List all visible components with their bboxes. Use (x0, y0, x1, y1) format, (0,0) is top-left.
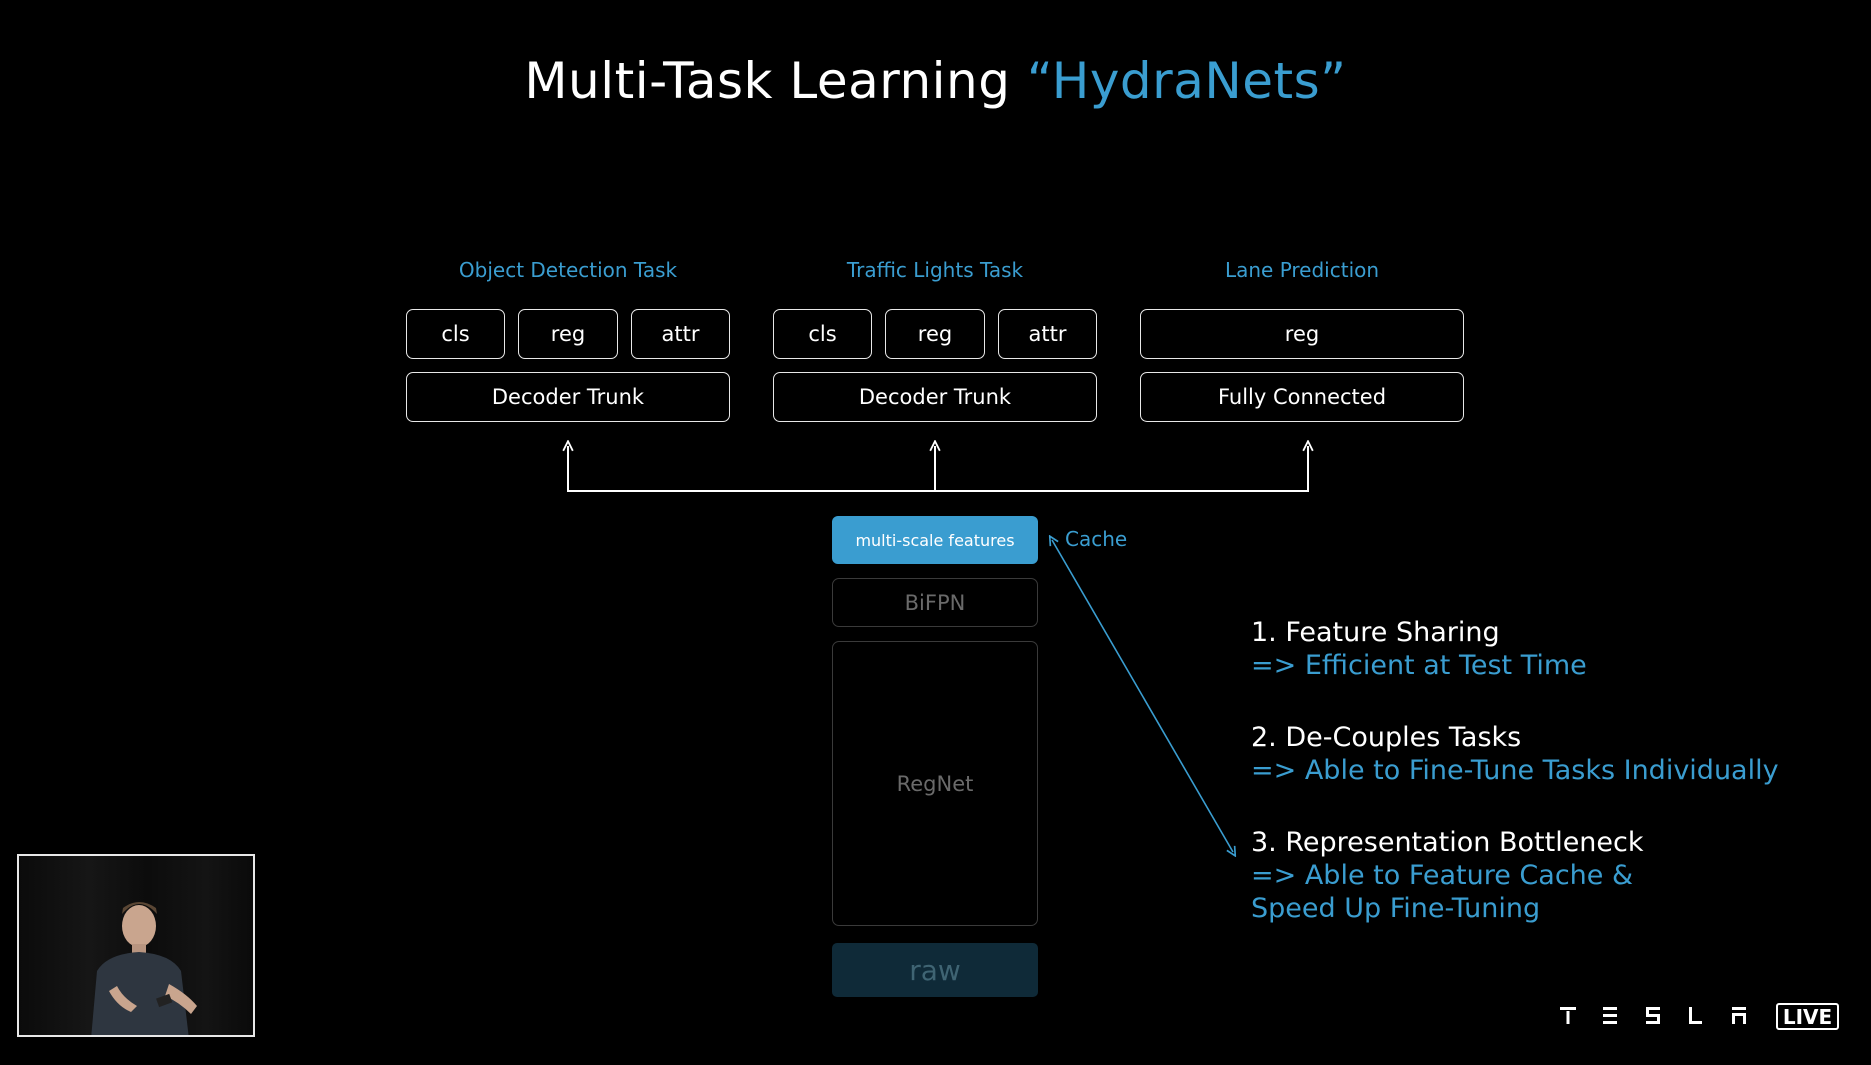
decoder-trunk: Decoder Trunk (406, 372, 730, 422)
decoder-trunk: Decoder Trunk (773, 372, 1097, 422)
head-attr: attr (998, 309, 1097, 359)
head-reg: reg (518, 309, 618, 359)
head-cls: cls (406, 309, 505, 359)
point-3-heading: 3. Representation Bottleneck (1251, 827, 1644, 858)
bifpn-box: BiFPN (832, 578, 1038, 627)
point-2-sub: => Able to Fine-Tune Tasks Individually (1251, 755, 1779, 786)
point-3-sub-line1: => Able to Feature Cache & (1251, 860, 1634, 891)
fully-connected: Fully Connected (1140, 372, 1464, 422)
cache-label: Cache (1065, 527, 1128, 551)
live-badge: LIVE (1776, 1003, 1839, 1030)
presenter-figure-image (91, 902, 197, 1035)
task-label-lane-prediction: Lane Prediction (1224, 258, 1380, 282)
point-2-heading: 2. De-Couples Tasks (1251, 722, 1522, 753)
cache-arrow (1052, 540, 1233, 852)
title-main: Multi-Task Learning (524, 52, 1027, 110)
tesla-wordmark-icon (1560, 1007, 1746, 1024)
raw-input-box: raw (832, 943, 1038, 997)
regnet-box: RegNet (832, 641, 1038, 926)
head-reg: reg (885, 309, 985, 359)
task-label-traffic-lights: Traffic Lights Task (846, 258, 1024, 282)
point-1-sub: => Efficient at Test Time (1251, 650, 1587, 681)
head-attr: attr (631, 309, 730, 359)
head-reg: reg (1140, 309, 1464, 359)
head-cls: cls (773, 309, 872, 359)
multi-scale-features-box: multi-scale features (832, 516, 1038, 564)
fanout-line (567, 446, 1309, 492)
task-label-object-detection: Object Detection Task (458, 258, 678, 282)
point-3-sub-line2: Speed Up Fine-Tuning (1251, 893, 1541, 924)
tesla-logo (1558, 1005, 1758, 1029)
title-accent: “HydraNets” (1026, 52, 1347, 110)
slide-title: Multi-Task Learning “HydraNets” (0, 52, 1871, 110)
presenter-video (17, 854, 255, 1037)
point-1-heading: 1. Feature Sharing (1251, 617, 1500, 648)
